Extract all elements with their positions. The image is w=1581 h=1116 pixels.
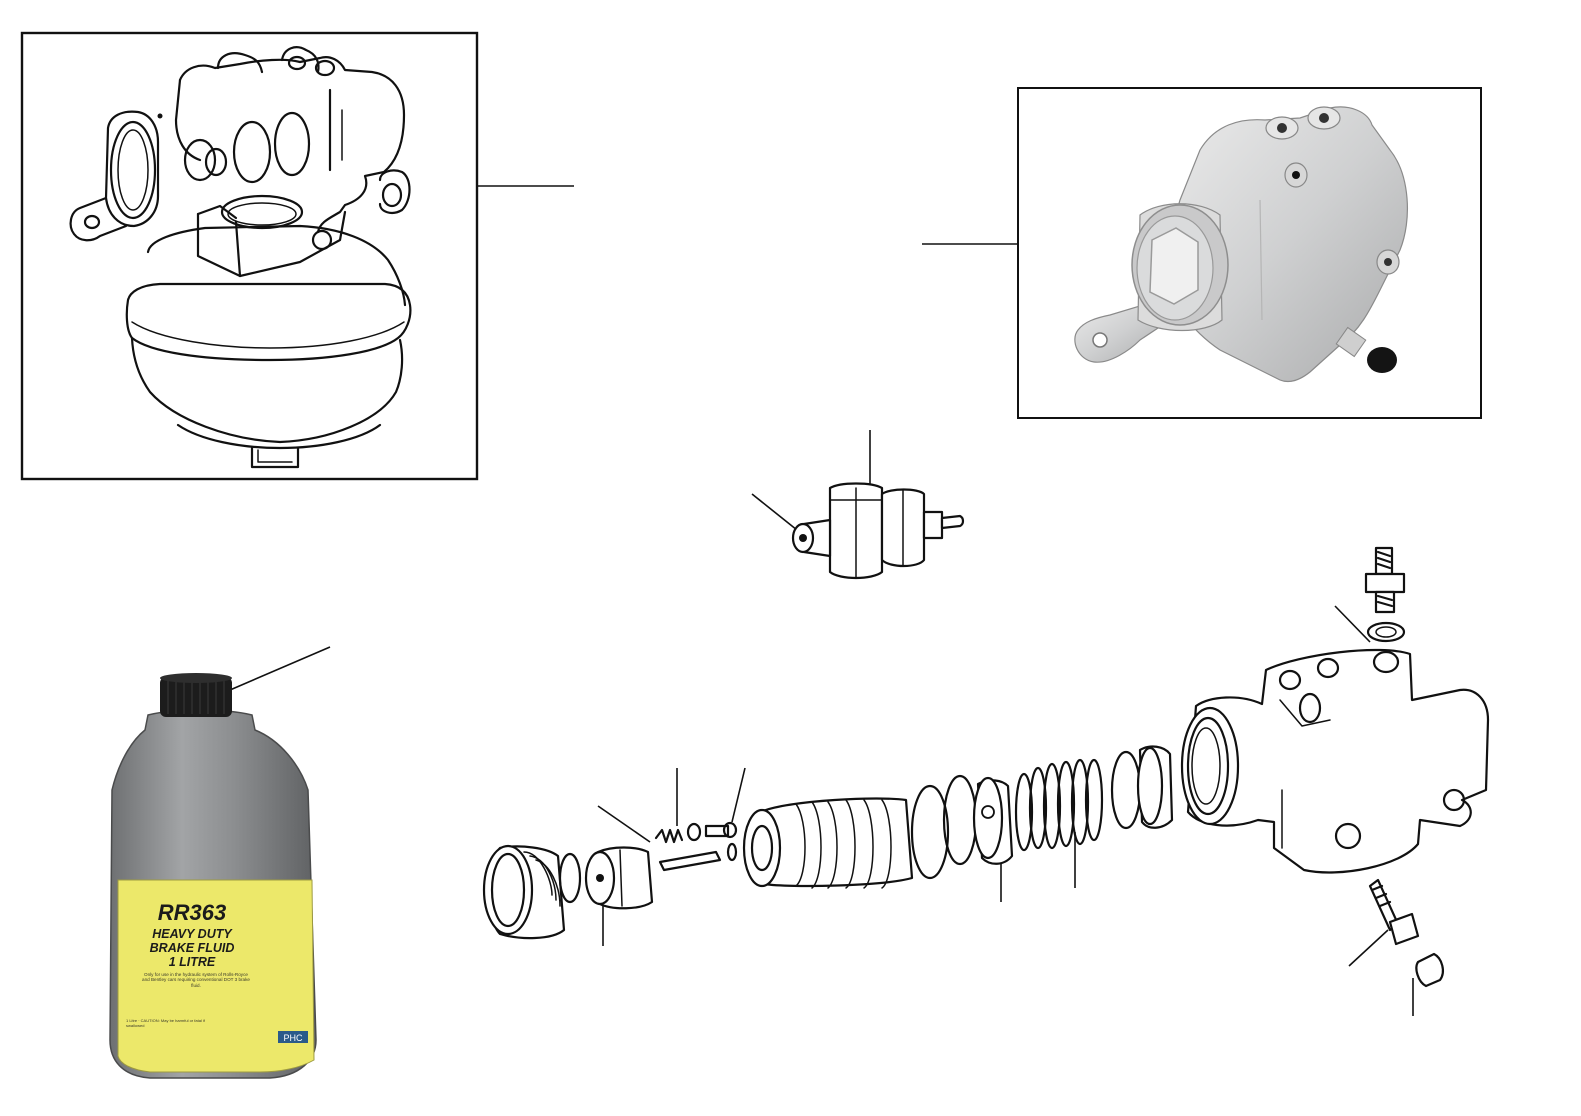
brake-fluid-bottle-icon	[109, 646, 331, 1079]
bottle-line1: HEAVY DUTY	[152, 927, 233, 941]
bottle-line2: BRAKE FLUID	[150, 941, 235, 955]
valve-body-sketch-icon	[69, 46, 412, 469]
bottle-line3: 1 LITRE	[169, 955, 216, 969]
bottle-usage-note: Only for use in the hydraulic system of …	[142, 972, 250, 988]
valve-body-sketch-panel	[20, 31, 574, 481]
switch-assembly-diagram	[751, 430, 965, 580]
bottle-part-number: RR363	[158, 900, 226, 925]
pressure-valve-photo-icon	[1074, 106, 1408, 383]
brand-logo-box	[278, 1031, 308, 1043]
pressure-valve-photo-panel	[922, 87, 1482, 419]
bottle-brand: PHC	[283, 1033, 303, 1043]
bottle-fine-print: 1 Litre · CAUTION: May be harmful or fat…	[126, 1018, 205, 1028]
exploded-valve-diagram	[482, 546, 1490, 1016]
